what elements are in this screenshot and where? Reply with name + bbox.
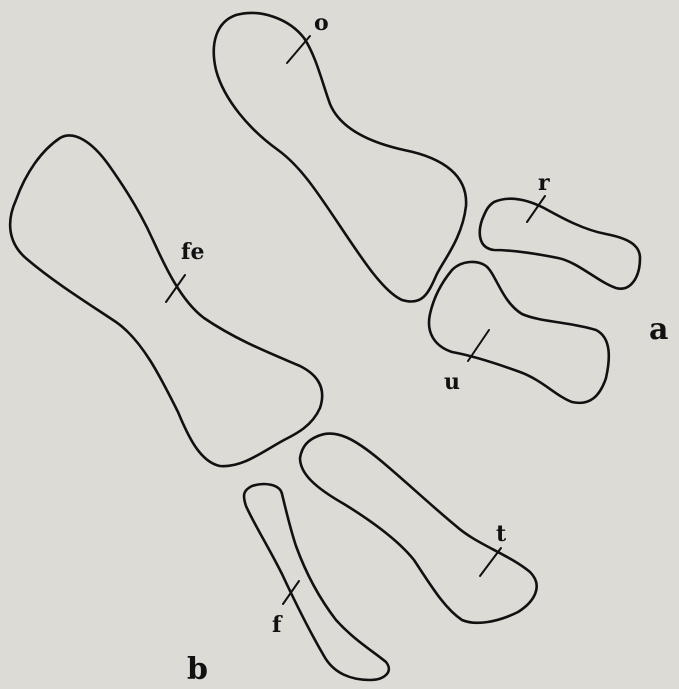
bone-outline-f (244, 484, 389, 680)
leader-r (527, 196, 545, 222)
label-r: r (538, 170, 550, 196)
bone-outline-o (214, 13, 466, 302)
label-t: t (496, 521, 507, 547)
leader-f (283, 581, 299, 604)
label-u: u (444, 369, 460, 395)
panel-label-b: b (187, 652, 208, 687)
leader-u (468, 330, 489, 361)
label-o: o (314, 10, 329, 36)
leader-t (480, 548, 501, 576)
bone-outline-r (480, 199, 640, 289)
panel-label-a: a (649, 312, 668, 347)
label-fe: fe (181, 239, 204, 265)
leader-o (287, 36, 310, 63)
leader-fe (166, 275, 185, 302)
label-f: f (272, 612, 283, 638)
